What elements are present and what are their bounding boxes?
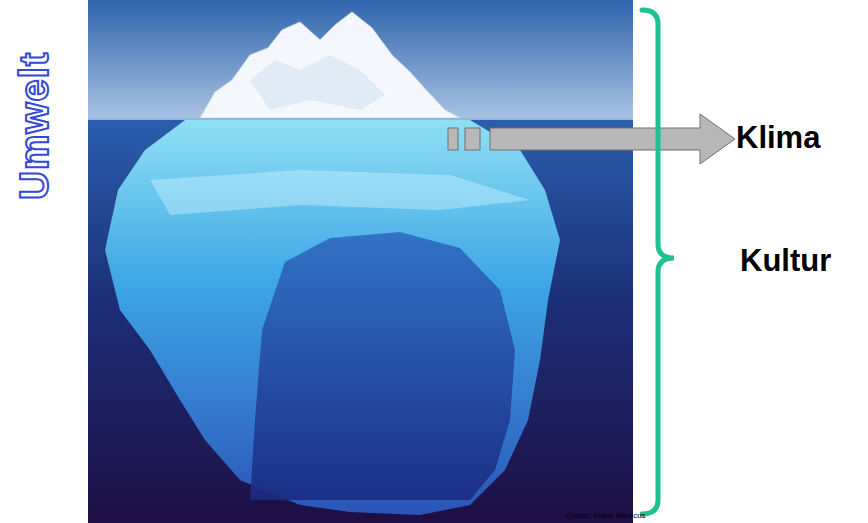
culture-label: Kultur: [740, 243, 831, 279]
climate-arrow: [490, 114, 735, 164]
ice-highlight: [150, 170, 530, 215]
arrow-segment: [448, 128, 458, 150]
arrow-segment: [465, 128, 480, 150]
side-label: Umwelt: [12, 52, 57, 200]
iceberg-arch: [250, 232, 515, 500]
iceberg-underwater: [105, 120, 560, 515]
waterline: [88, 118, 633, 120]
source-note: Quelle: Klaus Medicus: [566, 511, 646, 520]
climate-label: Klima: [736, 120, 820, 156]
sea: [88, 118, 633, 523]
iceberg-tip: [200, 12, 460, 118]
curly-bracket: [642, 10, 674, 514]
sky: [88, 0, 633, 120]
iceberg-shade: [250, 55, 385, 110]
